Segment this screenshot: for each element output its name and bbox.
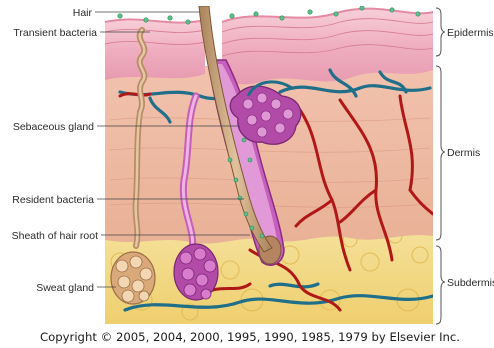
label-transient-bacteria: Transient bacteria [13, 27, 97, 39]
layer-brackets [436, 8, 445, 324]
bracket-dermis [436, 66, 445, 240]
copyright-text: Copyright © 2005, 2004, 2000, 1995, 1990… [40, 330, 460, 344]
label-epidermis: Epidermis [447, 27, 494, 39]
sweat-gland-coil [111, 252, 155, 304]
apocrine-gland-coil [174, 244, 218, 300]
label-sweat-gland: Sweat gland [36, 282, 94, 294]
label-sheath-of-hair-root: Sheath of hair root [12, 230, 98, 242]
label-hair: Hair [73, 7, 93, 19]
epidermis-layer-right [222, 9, 433, 85]
label-dermis: Dermis [447, 147, 480, 159]
epidermis-layer [105, 19, 205, 80]
label-resident-bacteria: Resident bacteria [12, 194, 94, 206]
label-sebaceous-gland: Sebaceous gland [13, 121, 94, 133]
label-subdermis: Subdermis [447, 277, 494, 289]
bracket-epidermis [436, 8, 445, 56]
bracket-subdermis [436, 246, 445, 324]
